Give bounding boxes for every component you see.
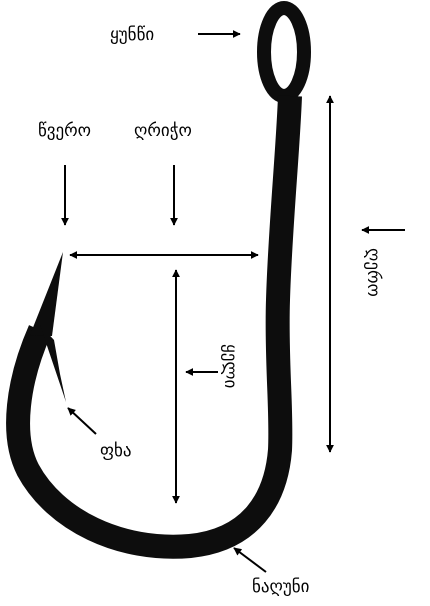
labels: ყუნწი წვერო ღრიჭო ღერო ყელი ფხა ნაღუნი [38, 25, 383, 597]
label-throat: ყელი [220, 344, 240, 388]
hook-point [30, 252, 63, 336]
arrows [61, 30, 405, 573]
label-bend: ნაღუნი [252, 577, 309, 597]
label-point: წვერო [38, 121, 91, 141]
label-shank: ღერო [363, 248, 383, 297]
barb-arrow [67, 407, 97, 435]
hook-shank-and-bend [6, 95, 302, 559]
fish-hook [6, 1, 311, 559]
bend-arrow [233, 547, 267, 573]
label-barb: ფხა [100, 441, 132, 461]
label-eye: ყუნწი [110, 25, 154, 45]
hook-barb [40, 325, 66, 402]
hook-eye [257, 1, 311, 103]
label-gap: ღრიჭო [134, 121, 192, 141]
